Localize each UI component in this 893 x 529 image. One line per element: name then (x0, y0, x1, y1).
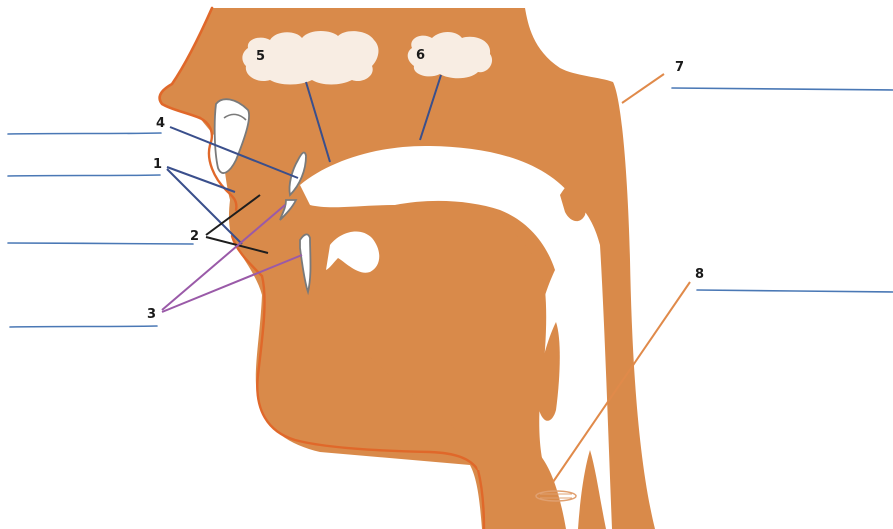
label-8: 8 (695, 267, 704, 282)
label-1: 1 (153, 157, 162, 172)
label-3: 3 (147, 307, 156, 322)
label-7: 7 (675, 60, 684, 75)
answer-line-1 (8, 175, 160, 176)
answer-line-2 (8, 243, 193, 244)
label-4: 4 (156, 116, 165, 131)
answer-line-8 (697, 290, 893, 292)
answer-line-4 (8, 133, 161, 134)
label-6: 6 (416, 48, 425, 63)
label-2: 2 (190, 229, 199, 244)
answer-line-3 (10, 326, 157, 327)
answer-line-7 (672, 88, 893, 90)
leader-7 (622, 74, 664, 103)
label-5: 5 (256, 49, 265, 64)
